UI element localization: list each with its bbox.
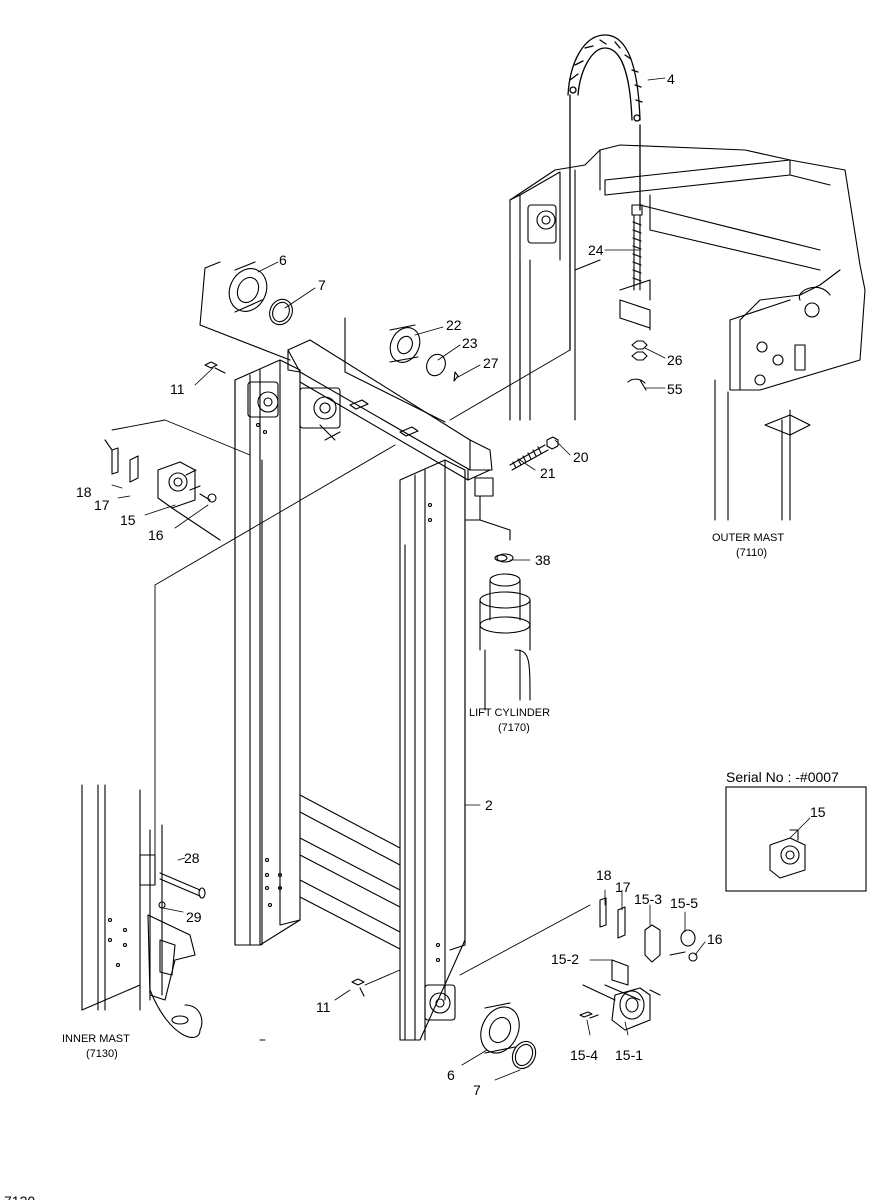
top-roller-assembly bbox=[199, 261, 293, 361]
upper-clamp-assembly bbox=[104, 439, 221, 541]
inner-mast-label: INNER MAST bbox=[62, 1033, 130, 1045]
callout-28: 28 bbox=[184, 850, 200, 866]
callout-24: 24 bbox=[588, 242, 604, 258]
callout-29: 29 bbox=[186, 909, 202, 925]
upper-roller-assembly bbox=[344, 317, 459, 423]
callout-27: 27 bbox=[483, 355, 499, 371]
callout-22: 22 bbox=[446, 317, 462, 333]
bottom-roller-assembly bbox=[480, 1002, 537, 1070]
callout-18b: 18 bbox=[596, 867, 612, 883]
callout-15-3: 15-3 bbox=[634, 891, 662, 907]
lower-clamp-assembly bbox=[579, 897, 698, 1031]
inner-mast-code: (7130) bbox=[86, 1048, 118, 1060]
callout-15-5: 15-5 bbox=[670, 895, 698, 911]
lift-cylinder-label: LIFT CYLINDER bbox=[469, 707, 550, 719]
callout-6b: 6 bbox=[447, 1067, 455, 1083]
outer-mast-drawing bbox=[509, 144, 866, 521]
callout-15: 15 bbox=[120, 512, 136, 528]
lift-chain bbox=[567, 34, 643, 351]
callout-16b: 16 bbox=[707, 931, 723, 947]
inner-mast-drawing bbox=[234, 339, 493, 1041]
callout-18: 18 bbox=[76, 484, 92, 500]
callout-6: 6 bbox=[279, 252, 287, 268]
callout-21: 21 bbox=[540, 465, 556, 481]
leader-lines bbox=[111, 204, 641, 1041]
callout-55: 55 bbox=[667, 381, 683, 397]
inner-mast-detail bbox=[81, 784, 206, 1038]
lift-cylinder-code: (7170) bbox=[498, 722, 530, 734]
callout-20: 20 bbox=[573, 449, 589, 465]
callout-15-serial: 15 bbox=[810, 804, 826, 820]
callout-17: 17 bbox=[94, 497, 110, 513]
serial-box-clamp bbox=[769, 829, 806, 879]
callout-numbers: 4 6 7 22 23 27 24 26 55 11 20 21 18 17 1… bbox=[76, 71, 826, 1098]
callout-leaders bbox=[111, 77, 811, 1081]
callout-26: 26 bbox=[667, 352, 683, 368]
callout-16: 16 bbox=[148, 527, 164, 543]
callout-11b: 11 bbox=[316, 999, 331, 1015]
callout-17b: 17 bbox=[615, 879, 631, 895]
page-code: 7120 bbox=[4, 1193, 35, 1200]
callout-15-2: 15-2 bbox=[551, 951, 579, 967]
lift-cylinder-drawing bbox=[464, 477, 531, 711]
serial-number-title: Serial No : -#0007 bbox=[726, 769, 839, 785]
callout-15-1: 15-1 bbox=[615, 1047, 643, 1063]
callout-4: 4 bbox=[667, 71, 675, 87]
callout-38: 38 bbox=[535, 552, 551, 568]
callout-15-4: 15-4 bbox=[570, 1047, 598, 1063]
callout-23: 23 bbox=[462, 335, 478, 351]
anchor-bolt bbox=[627, 204, 648, 391]
outer-mast-code: (7110) bbox=[736, 547, 767, 559]
callout-11: 11 bbox=[170, 381, 185, 397]
small-bolts bbox=[204, 361, 559, 997]
assembly-labels: OUTER MAST (7110) LIFT CYLINDER (7170) I… bbox=[62, 532, 784, 1060]
callout-2: 2 bbox=[485, 797, 493, 813]
callout-7: 7 bbox=[318, 277, 326, 293]
serial-number-box bbox=[725, 786, 867, 892]
outer-mast-label: OUTER MAST bbox=[712, 532, 784, 544]
callout-7b: 7 bbox=[473, 1082, 481, 1098]
